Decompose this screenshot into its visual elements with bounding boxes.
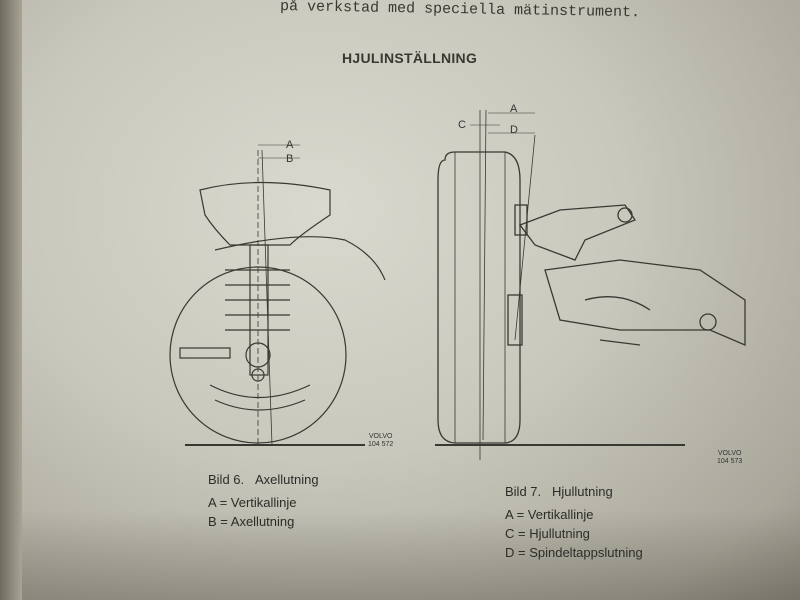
ref-brand: VOLVO: [717, 450, 742, 457]
figure-title: Axellutning: [254, 472, 319, 487]
legend-item: C = Hjullutning: [505, 526, 590, 541]
figure-7-drawing: [435, 109, 746, 460]
section-heading: HJULINSTÄLLNING: [342, 50, 478, 66]
figure-7-label-c: C: [458, 119, 466, 131]
ref-number: 104 573: [717, 458, 743, 465]
page-binding-edge: [0, 0, 22, 600]
ref-number: 104 572: [368, 441, 394, 448]
figure-6-reference: VOLVO 104 572: [368, 433, 393, 449]
legend-item: D = Spindeltappslutning: [505, 545, 643, 560]
figure-7-caption: Bild 7. Hjullutning A = Vertikallinje C …: [505, 484, 643, 564]
figure-number: Bild 6.: [208, 472, 245, 487]
figure-6-title: Bild 6. Axellutning: [208, 472, 319, 487]
figure-number: Bild 7.: [505, 484, 542, 499]
figure-title: Hjullutning: [551, 484, 613, 499]
legend-item: B = Axellutning: [208, 514, 295, 529]
figure-7-label-a: A: [510, 103, 518, 115]
figure-6-drawing: [169, 144, 386, 446]
figure-7-reference: VOLVO 104 573: [717, 450, 742, 466]
figure-6-label-b: B: [286, 153, 293, 165]
legend-item: A = Vertikallinje: [505, 507, 594, 522]
figure-7-label-d: D: [510, 124, 518, 136]
figure-7-title: Bild 7. Hjullutning: [505, 484, 643, 499]
legend-item: A = Vertikallinje: [208, 495, 297, 510]
figure-6-caption: Bild 6. Axellutning A = Vertikallinje B …: [208, 472, 319, 533]
figure-6-label-a: A: [286, 139, 294, 151]
ref-brand: VOLVO: [368, 433, 393, 440]
